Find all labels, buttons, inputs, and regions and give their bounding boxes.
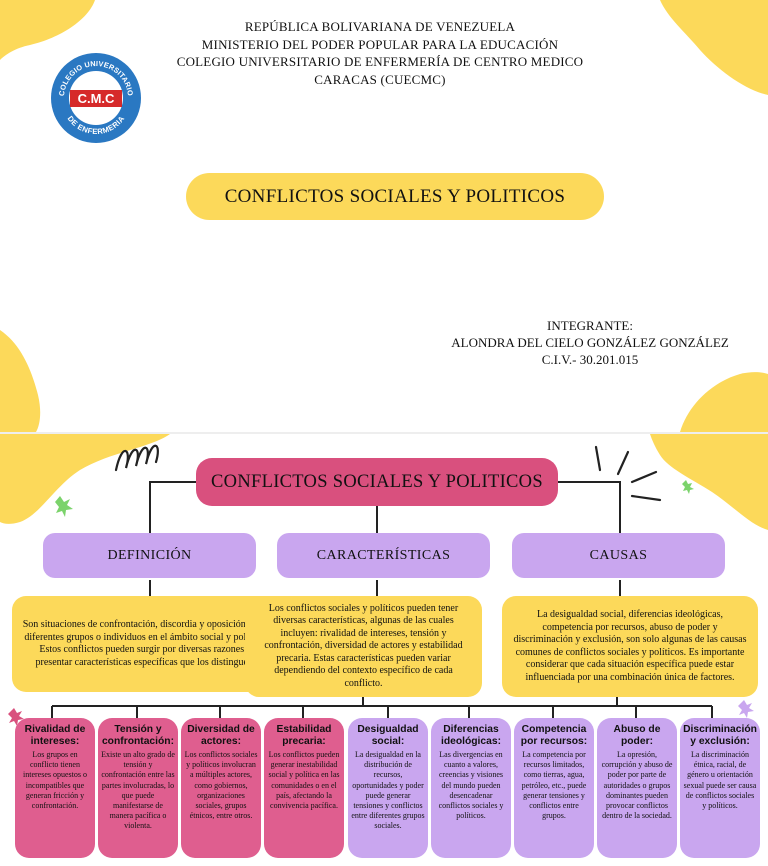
card-text: La competencia por recursos limitados, c…	[521, 750, 587, 821]
causas-text: La desigualdad social, diferencias ideol…	[502, 596, 758, 697]
header-line-2: MINISTERIO DEL PODER POPULAR PARA LA EDU…	[201, 36, 559, 52]
integrante-name: ALONDRA DEL CIELO GONZÁLEZ GONZÁLEZ	[451, 335, 729, 350]
card-title: Abuso de poder:	[613, 724, 661, 747]
caracteristicas-text: Los conflictos sociales y políticos pued…	[245, 596, 482, 697]
institution-header: REPÚBLICA BOLIVARIANA DE VENEZUELA MINIS…	[150, 18, 610, 88]
card-title: Discriminación y exclusión:	[683, 724, 757, 747]
college-logo: COLEGIO UNIVERSITARIO DE ENFERMERIA C.M.…	[51, 53, 141, 143]
integrante-block: INTEGRANTE: ALONDRA DEL CIELO GONZÁLEZ G…	[440, 317, 740, 368]
branch-causas: CAUSAS	[512, 533, 725, 578]
card-estabilidad: Estabilidad precaria: Los conflictos pue…	[264, 718, 344, 858]
card-title: Diversidad de actores:	[187, 724, 255, 747]
card-discriminacion: Discriminación y exclusión: La discrimin…	[680, 718, 760, 858]
branch-caracteristicas: CARACTERÍSTICAS	[277, 533, 490, 578]
header-line-4: CARACAS (CUECMC)	[314, 71, 446, 87]
card-text: Existe un alto grado de tensión y confro…	[101, 750, 175, 831]
card-text: Las divergencias en cuanto a valores, cr…	[438, 750, 504, 821]
card-diversidad: Diversidad de actores: Los conflictos so…	[181, 718, 261, 858]
card-title: Rivalidad de intereses:	[24, 724, 86, 747]
card-competencia: Competencia por recursos: La competencia…	[514, 718, 594, 858]
card-title: Diferencias ideológicas:	[440, 724, 502, 747]
page-divider	[0, 432, 768, 434]
definicion-text: Son situaciones de confrontación, discor…	[12, 596, 279, 692]
card-tension: Tensión y confrontación: Existe un alto …	[98, 718, 178, 858]
card-rivalidad: Rivalidad de intereses: Los grupos en co…	[15, 718, 95, 858]
card-title: Tensión y confrontación:	[101, 724, 175, 747]
concept-map-title: CONFLICTOS SOCIALES Y POLITICOS	[196, 458, 558, 506]
card-text: Los conflictos sociales y políticos invo…	[184, 750, 258, 821]
card-title: Estabilidad precaria:	[276, 724, 332, 747]
integrante-id: C.I.V.- 30.201.015	[541, 352, 639, 367]
logo-center-text: C.M.C	[78, 91, 115, 106]
cover-title: CONFLICTOS SOCIALES Y POLITICOS	[186, 173, 604, 220]
header-line-3: COLEGIO UNIVERSITARIO DE ENFERMERÍA DE C…	[176, 54, 584, 69]
card-desigualdad: Desigualdad social: La desigualdad en la…	[348, 718, 428, 858]
integrante-label: INTEGRANTE:	[547, 318, 633, 333]
header-line-1: REPÚBLICA BOLIVARIANA DE VENEZUELA	[244, 19, 516, 34]
card-diferencias: Diferencias ideológicas: Las divergencia…	[431, 718, 511, 858]
card-text: Los conflictos pueden generar inestabili…	[268, 750, 340, 811]
card-text: Los grupos en conflicto tienen intereses…	[23, 750, 87, 811]
card-title: Competencia por recursos:	[520, 724, 588, 747]
card-text: La discriminación étnica, racial, de gén…	[683, 750, 757, 811]
card-title: Desigualdad social:	[357, 724, 419, 747]
card-abuso: Abuso de poder: La opresión, corrupción …	[597, 718, 677, 858]
branch-definicion: DEFINICIÓN	[43, 533, 256, 578]
card-text: La opresión, corrupción y abuso de poder…	[601, 750, 673, 821]
card-text: La desigualdad en la distribución de rec…	[351, 750, 425, 831]
